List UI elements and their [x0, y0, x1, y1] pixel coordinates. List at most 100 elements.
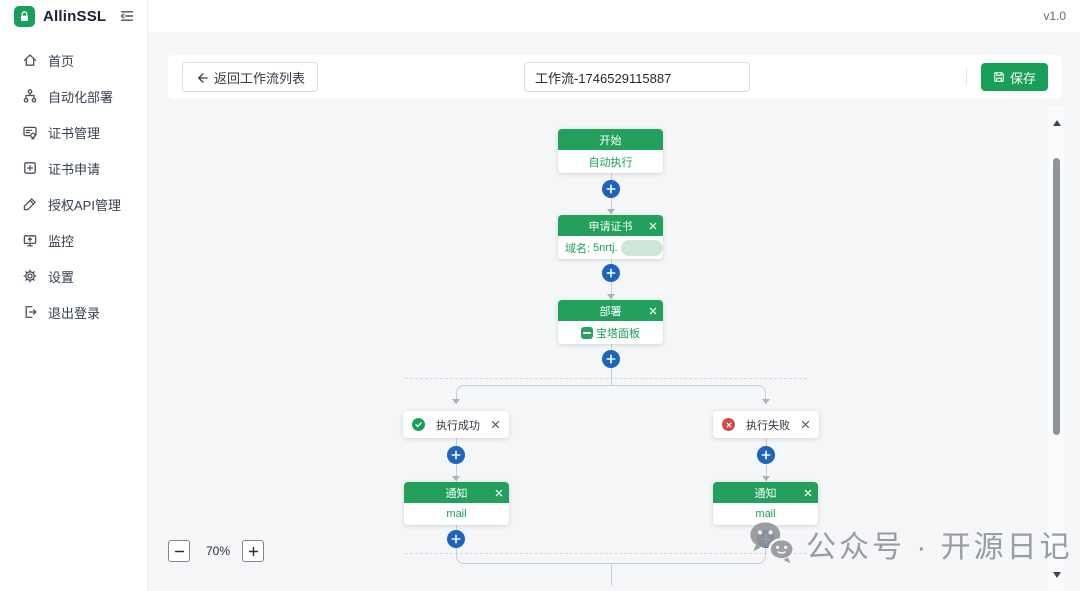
- node-deploy-header: 部署: [558, 300, 663, 321]
- cert-apply-icon: [22, 160, 38, 176]
- node-start-header: 开始: [558, 129, 663, 150]
- workflow-name-input[interactable]: [524, 62, 750, 92]
- branch-label: 执行失败: [746, 419, 790, 432]
- node-start[interactable]: 开始 自动执行: [558, 129, 663, 173]
- branch-boundary-dashed-line: [405, 553, 807, 554]
- sidebar-item-label: 设置: [48, 269, 75, 285]
- node-apply-cert-body: 域名: 5nrtj.: [558, 236, 663, 259]
- node-title: 通知: [445, 487, 468, 500]
- add-node-button[interactable]: [757, 530, 775, 548]
- sidebar-item-label: 证书管理: [48, 125, 101, 141]
- scrollbar-up-arrow[interactable]: [1053, 120, 1061, 126]
- sidebar-item-home[interactable]: 首页: [0, 42, 147, 78]
- lock-icon: [14, 5, 35, 27]
- add-node-button[interactable]: [447, 530, 465, 548]
- sidebar-item-label: 监控: [48, 233, 75, 249]
- close-node-icon[interactable]: [804, 489, 812, 497]
- zoom-in-button[interactable]: [242, 540, 264, 562]
- node-notify-body: mail: [404, 503, 509, 525]
- node-apply-cert[interactable]: 申请证书 域名: 5nrtj.: [558, 215, 663, 259]
- toolbar-right-group: 保存: [965, 63, 1048, 91]
- sidebar-item-label: 自动化部署: [48, 89, 114, 105]
- node-deploy-body: 宝塔面板: [558, 321, 663, 344]
- node-title: 通知: [754, 487, 777, 500]
- domain-field-label: 域名:: [565, 242, 591, 255]
- arrow-left-icon: [195, 71, 208, 84]
- cross-circle-icon: [722, 418, 735, 431]
- back-button-label: 返回工作流列表: [214, 70, 306, 86]
- connector-arrow: [607, 294, 615, 299]
- connector-arrow: [762, 476, 770, 481]
- logo-row: AllinSSL: [0, 0, 147, 32]
- notify-channel-label: mail: [755, 508, 776, 520]
- toolbar-divider: [965, 68, 967, 86]
- app-title: AllinSSL: [43, 7, 107, 25]
- node-deploy[interactable]: 部署 宝塔面板: [558, 300, 663, 344]
- sidebar-item-label: 证书申请: [48, 161, 101, 177]
- zoom-out-button[interactable]: [168, 540, 190, 562]
- sidebar-item-settings[interactable]: 设置: [0, 258, 147, 294]
- api-key-icon: [22, 196, 38, 212]
- start-mode-label: 自动执行: [588, 156, 633, 169]
- sidebar-item-auto-deploy[interactable]: 自动化部署: [0, 78, 147, 114]
- add-node-button[interactable]: [447, 446, 465, 464]
- baota-icon: [581, 326, 593, 339]
- check-circle-icon: [412, 418, 425, 431]
- node-notify-body: mail: [713, 503, 818, 525]
- scrollbar-down-arrow[interactable]: [1053, 572, 1061, 578]
- notify-channel-label: mail: [446, 508, 467, 520]
- branch-success-node[interactable]: 执行成功: [403, 411, 509, 438]
- collapse-sidebar-icon[interactable]: [119, 8, 135, 24]
- sidebar-item-cert-apply[interactable]: 证书申请: [0, 150, 147, 186]
- node-title: 申请证书: [588, 220, 633, 233]
- close-node-icon[interactable]: [649, 222, 657, 230]
- monitor-icon: [22, 232, 38, 248]
- save-icon: [993, 71, 1005, 83]
- sidebar-item-logout[interactable]: 退出登录: [0, 294, 147, 330]
- node-title: 部署: [599, 305, 622, 318]
- top-bar: v1.0: [148, 0, 1080, 32]
- sidebar-item-label: 授权API管理: [48, 197, 121, 213]
- sidebar-item-label: 首页: [48, 53, 75, 69]
- redacted-domain-blur: [620, 239, 663, 256]
- back-to-workflow-list-button[interactable]: 返回工作流列表: [182, 62, 319, 92]
- sidebar: AllinSSL 首页 自动化部署 证书管理 证书申请: [0, 0, 148, 591]
- domain-field-value: 5nrtj.: [593, 241, 618, 254]
- branch-boundary-dashed-line: [405, 378, 807, 379]
- sidebar-item-cert-manage[interactable]: 证书管理: [0, 114, 147, 150]
- node-notify-header: 通知: [404, 482, 509, 503]
- connector-arrow: [452, 399, 460, 404]
- node-notify-success[interactable]: 通知 mail: [404, 482, 509, 525]
- add-node-button[interactable]: [602, 350, 620, 368]
- certificate-icon: [22, 124, 38, 140]
- node-apply-cert-header: 申请证书: [558, 215, 663, 236]
- home-icon: [22, 52, 38, 68]
- sidebar-item-monitor[interactable]: 监控: [0, 222, 147, 258]
- connector-arrow: [452, 476, 460, 481]
- add-node-button[interactable]: [602, 180, 620, 198]
- save-button-label: 保存: [1009, 70, 1036, 86]
- branch-split-connector: [456, 385, 766, 404]
- zoom-level-label: 70%: [205, 544, 231, 558]
- close-node-icon[interactable]: [495, 489, 503, 497]
- node-notify-fail[interactable]: 通知 mail: [713, 482, 818, 525]
- branch-fail-node[interactable]: 执行失败: [713, 411, 819, 438]
- sidebar-nav: 首页 自动化部署 证书管理 证书申请 授权API管理 监控: [0, 32, 147, 330]
- add-node-button[interactable]: [602, 264, 620, 282]
- connector-arrow: [762, 399, 770, 404]
- connector-arrow: [607, 209, 615, 214]
- add-node-button[interactable]: [757, 446, 775, 464]
- scrollbar-thumb[interactable]: [1053, 158, 1060, 435]
- node-start-body: 自动执行: [558, 150, 663, 173]
- sidebar-item-api-auth[interactable]: 授权API管理: [0, 186, 147, 222]
- logout-icon: [22, 304, 38, 320]
- sidebar-item-label: 退出登录: [48, 305, 101, 321]
- node-title: 开始: [599, 134, 622, 147]
- close-node-icon[interactable]: [649, 307, 657, 315]
- version-label: v1.0: [1043, 9, 1066, 23]
- save-button[interactable]: 保存: [980, 63, 1048, 91]
- close-node-icon[interactable]: [491, 420, 500, 429]
- deploy-provider-label: 宝塔面板: [596, 327, 640, 340]
- close-node-icon[interactable]: [801, 420, 810, 429]
